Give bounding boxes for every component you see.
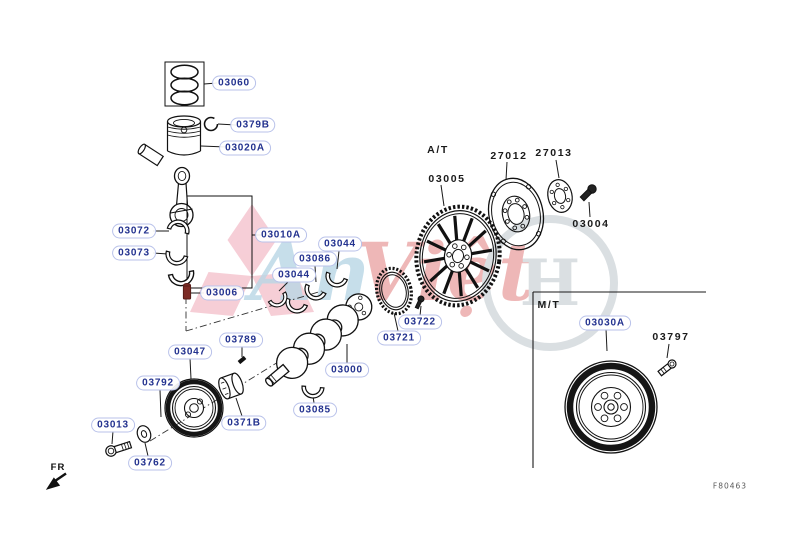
reluctor-ring [374, 266, 414, 316]
part-label-03010a[interactable]: 03010A [255, 227, 307, 243]
piston-ring-set [164, 61, 205, 107]
mt-damper-pulley [564, 360, 658, 454]
part-label-03060[interactable]: 03060 [212, 75, 256, 91]
drive-plate [414, 204, 502, 308]
washer [136, 425, 152, 443]
part-label-03013[interactable]: 03013 [91, 417, 135, 433]
flexible-plate [487, 177, 545, 251]
monogram-watermark: H [482, 215, 618, 351]
part-label-0371b[interactable]: 0371B [221, 415, 267, 431]
part-label-f80463: F80463 [712, 481, 748, 491]
bolt-03004 [579, 184, 597, 202]
part-label-03086[interactable]: 03086 [293, 251, 337, 267]
front-direction-arrow [45, 472, 67, 490]
part-label-03797: 03797 [652, 331, 690, 343]
construction-lines [149, 290, 323, 442]
part-label-03044[interactable]: 03044 [272, 267, 316, 283]
mt-section-box [532, 291, 706, 468]
part-label-03073[interactable]: 03073 [112, 245, 156, 261]
conrod-bolt [182, 283, 192, 300]
crankshaft [265, 293, 373, 387]
part-label-0379b[interactable]: 0379B [230, 117, 276, 133]
part-label-03006[interactable]: 03006 [200, 285, 244, 301]
part-label-mt: M/T [537, 299, 561, 311]
woodruff-key [237, 355, 247, 365]
part-label-03005: 03005 [428, 173, 466, 185]
pulley-bolt [105, 440, 133, 457]
part-label-03792[interactable]: 03792 [136, 375, 180, 391]
part-label-03721[interactable]: 03721 [377, 330, 421, 346]
bolt-03797 [657, 359, 677, 377]
leader-lines [111, 82, 670, 457]
part-label-03004: 03004 [572, 218, 610, 230]
part-label-03722[interactable]: 03722 [398, 314, 442, 330]
part-label-27013: 27013 [535, 147, 573, 159]
part-label-fr: FR [50, 462, 66, 473]
monogram-letter: H [520, 246, 580, 321]
part-label-03000[interactable]: 03000 [325, 362, 369, 378]
crank-pulley [164, 378, 224, 438]
part-label-03030a[interactable]: 03030A [579, 315, 631, 331]
part-label-03020a[interactable]: 03020A [219, 140, 271, 156]
bolt-03722 [414, 295, 425, 310]
piston-and-pin [137, 115, 202, 167]
part-label-03072[interactable]: 03072 [112, 223, 156, 239]
part-label-at: A/T [427, 144, 449, 156]
snap-ring [203, 116, 219, 132]
part-label-03085[interactable]: 03085 [293, 402, 337, 418]
part-label-27012: 27012 [490, 150, 528, 162]
part-label-03044[interactable]: 03044 [318, 236, 362, 252]
adapter-plate [547, 179, 573, 213]
part-label-03789[interactable]: 03789 [219, 332, 263, 348]
spacer [218, 372, 244, 400]
part-label-03762[interactable]: 03762 [128, 455, 172, 471]
mitsubishi-diamond-watermark [190, 204, 314, 316]
part-label-03047[interactable]: 03047 [168, 344, 212, 360]
